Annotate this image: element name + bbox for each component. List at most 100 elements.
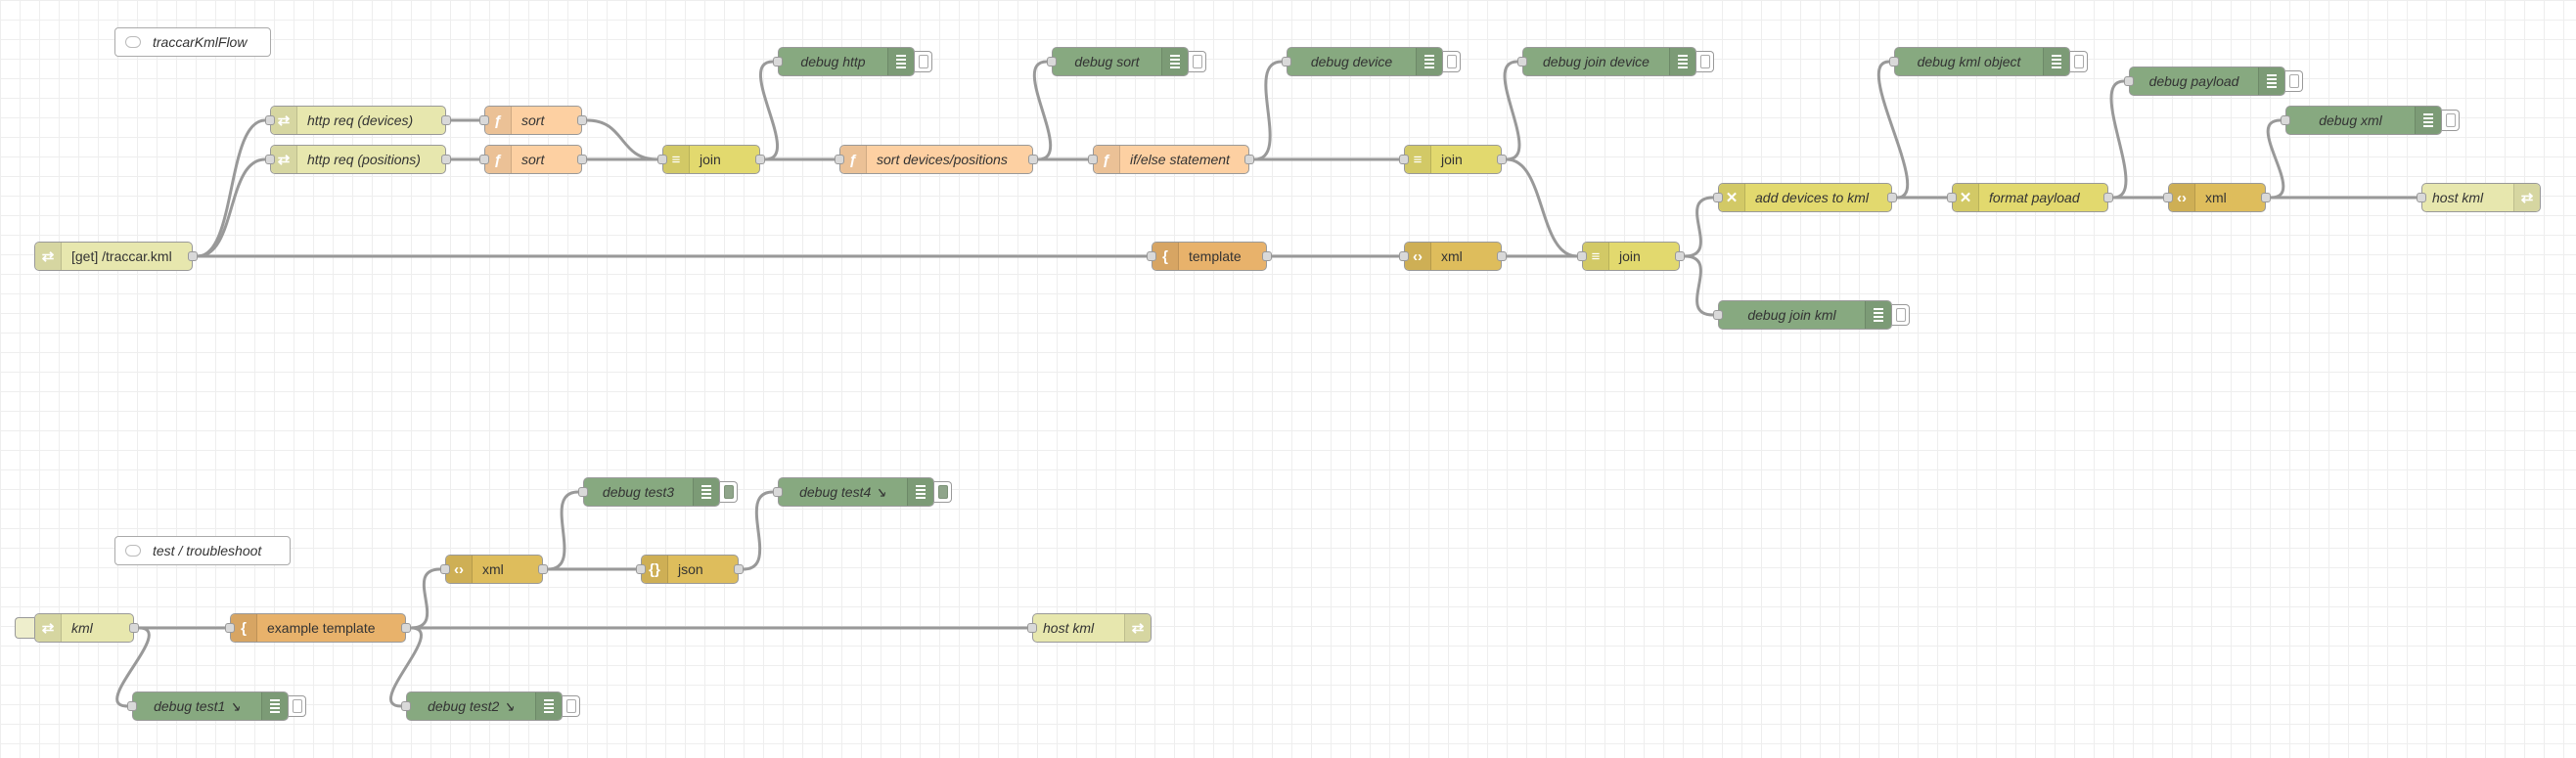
debug-toggle-button[interactable] — [2070, 51, 2088, 72]
input-port[interactable] — [1047, 57, 1057, 67]
http-in-node[interactable]: ⇄[get] /traccar.kml — [34, 242, 193, 271]
inject-button[interactable] — [15, 617, 34, 639]
xml-node[interactable]: ‹›xml — [1404, 242, 1502, 271]
output-port[interactable] — [755, 155, 765, 164]
input-port[interactable] — [225, 623, 235, 633]
input-port[interactable] — [1517, 57, 1527, 67]
input-port[interactable] — [1027, 623, 1037, 633]
input-port[interactable] — [1947, 193, 1957, 202]
debug-node[interactable]: debug test2 ↘ — [406, 691, 563, 721]
wire[interactable] — [2109, 79, 2128, 200]
debug-toggle-button[interactable] — [1696, 51, 1714, 72]
output-port[interactable] — [1887, 193, 1897, 202]
debug-node[interactable]: debug test1 ↘ — [132, 691, 289, 721]
http-response-node[interactable]: host kml⇄ — [2421, 183, 2541, 212]
wire[interactable] — [1506, 157, 1578, 258]
output-port[interactable] — [577, 115, 587, 125]
output-port[interactable] — [2103, 193, 2113, 202]
http-request-node[interactable]: ⇄http req (devices) — [270, 106, 446, 135]
debug-node[interactable]: debug payload — [2129, 67, 2285, 96]
xml-node[interactable]: ‹›xml — [2168, 183, 2266, 212]
wire[interactable] — [2266, 118, 2285, 200]
output-port[interactable] — [401, 623, 411, 633]
output-port[interactable] — [188, 251, 198, 261]
wire[interactable] — [1684, 254, 1714, 317]
input-port[interactable] — [2417, 193, 2426, 202]
wire[interactable] — [586, 118, 658, 161]
debug-node[interactable]: debug join kml — [1718, 300, 1892, 330]
http-request-node[interactable]: ⇄http req (positions) — [270, 145, 446, 174]
input-port[interactable] — [1282, 57, 1291, 67]
debug-toggle-button[interactable] — [563, 695, 580, 717]
input-port[interactable] — [1713, 310, 1723, 320]
input-port[interactable] — [479, 155, 489, 164]
debug-node[interactable]: debug http — [778, 47, 915, 76]
output-port[interactable] — [1244, 155, 1254, 164]
input-port[interactable] — [2281, 115, 2290, 125]
debug-toggle-button[interactable] — [934, 481, 952, 503]
debug-toggle-button[interactable] — [1892, 304, 1910, 326]
debug-node[interactable]: debug xml — [2285, 106, 2442, 135]
input-port[interactable] — [1147, 251, 1156, 261]
wire[interactable] — [410, 567, 441, 630]
debug-toggle-button[interactable] — [720, 481, 738, 503]
input-port[interactable] — [835, 155, 844, 164]
input-port[interactable] — [265, 155, 275, 164]
debug-toggle-button[interactable] — [289, 695, 306, 717]
inject-node[interactable]: ⇄kml — [34, 613, 134, 643]
input-port[interactable] — [657, 155, 667, 164]
wire[interactable] — [1684, 196, 1714, 258]
input-port[interactable] — [1577, 251, 1587, 261]
template-node[interactable]: {example template — [230, 613, 406, 643]
output-port[interactable] — [129, 623, 139, 633]
wire[interactable] — [547, 490, 579, 571]
output-port[interactable] — [1028, 155, 1038, 164]
input-port[interactable] — [479, 115, 489, 125]
join-node[interactable]: ≡join — [662, 145, 760, 174]
http-response-node[interactable]: host kml⇄ — [1032, 613, 1152, 643]
output-port[interactable] — [441, 115, 451, 125]
debug-node[interactable]: debug sort — [1052, 47, 1189, 76]
xml-node[interactable]: ‹›xml — [445, 555, 543, 584]
input-port[interactable] — [1713, 193, 1723, 202]
input-port[interactable] — [2163, 193, 2173, 202]
input-port[interactable] — [2124, 76, 2134, 86]
debug-node[interactable]: debug test4 ↘ — [778, 477, 934, 507]
debug-toggle-button[interactable] — [2442, 110, 2460, 131]
wire[interactable] — [197, 157, 266, 258]
change-node[interactable]: ✕format payload — [1952, 183, 2108, 212]
output-port[interactable] — [441, 155, 451, 164]
debug-node[interactable]: debug kml object — [1894, 47, 2070, 76]
debug-node[interactable]: debug join device — [1522, 47, 1696, 76]
template-node[interactable]: {template — [1152, 242, 1267, 271]
debug-toggle-button[interactable] — [1443, 51, 1461, 72]
output-port[interactable] — [1497, 155, 1507, 164]
debug-toggle-button[interactable] — [1189, 51, 1206, 72]
wire[interactable] — [1503, 60, 1521, 161]
wire[interactable] — [1032, 60, 1053, 161]
input-port[interactable] — [401, 701, 411, 711]
input-port[interactable] — [773, 487, 783, 497]
output-port[interactable] — [1497, 251, 1507, 261]
input-port[interactable] — [773, 57, 783, 67]
input-port[interactable] — [127, 701, 137, 711]
join-node[interactable]: ≡join — [1582, 242, 1680, 271]
output-port[interactable] — [2261, 193, 2271, 202]
wire[interactable] — [743, 490, 774, 571]
output-port[interactable] — [577, 155, 587, 164]
comment-node[interactable]: traccarKmlFlow — [114, 27, 271, 57]
output-port[interactable] — [538, 564, 548, 574]
wire[interactable] — [1253, 60, 1283, 161]
wire[interactable] — [759, 60, 779, 161]
input-port[interactable] — [578, 487, 588, 497]
debug-toggle-button[interactable] — [915, 51, 932, 72]
input-port[interactable] — [636, 564, 646, 574]
json-node[interactable]: {}json — [641, 555, 739, 584]
input-port[interactable] — [1889, 57, 1899, 67]
output-port[interactable] — [1675, 251, 1685, 261]
debug-node[interactable]: debug device — [1287, 47, 1443, 76]
output-port[interactable] — [734, 564, 744, 574]
